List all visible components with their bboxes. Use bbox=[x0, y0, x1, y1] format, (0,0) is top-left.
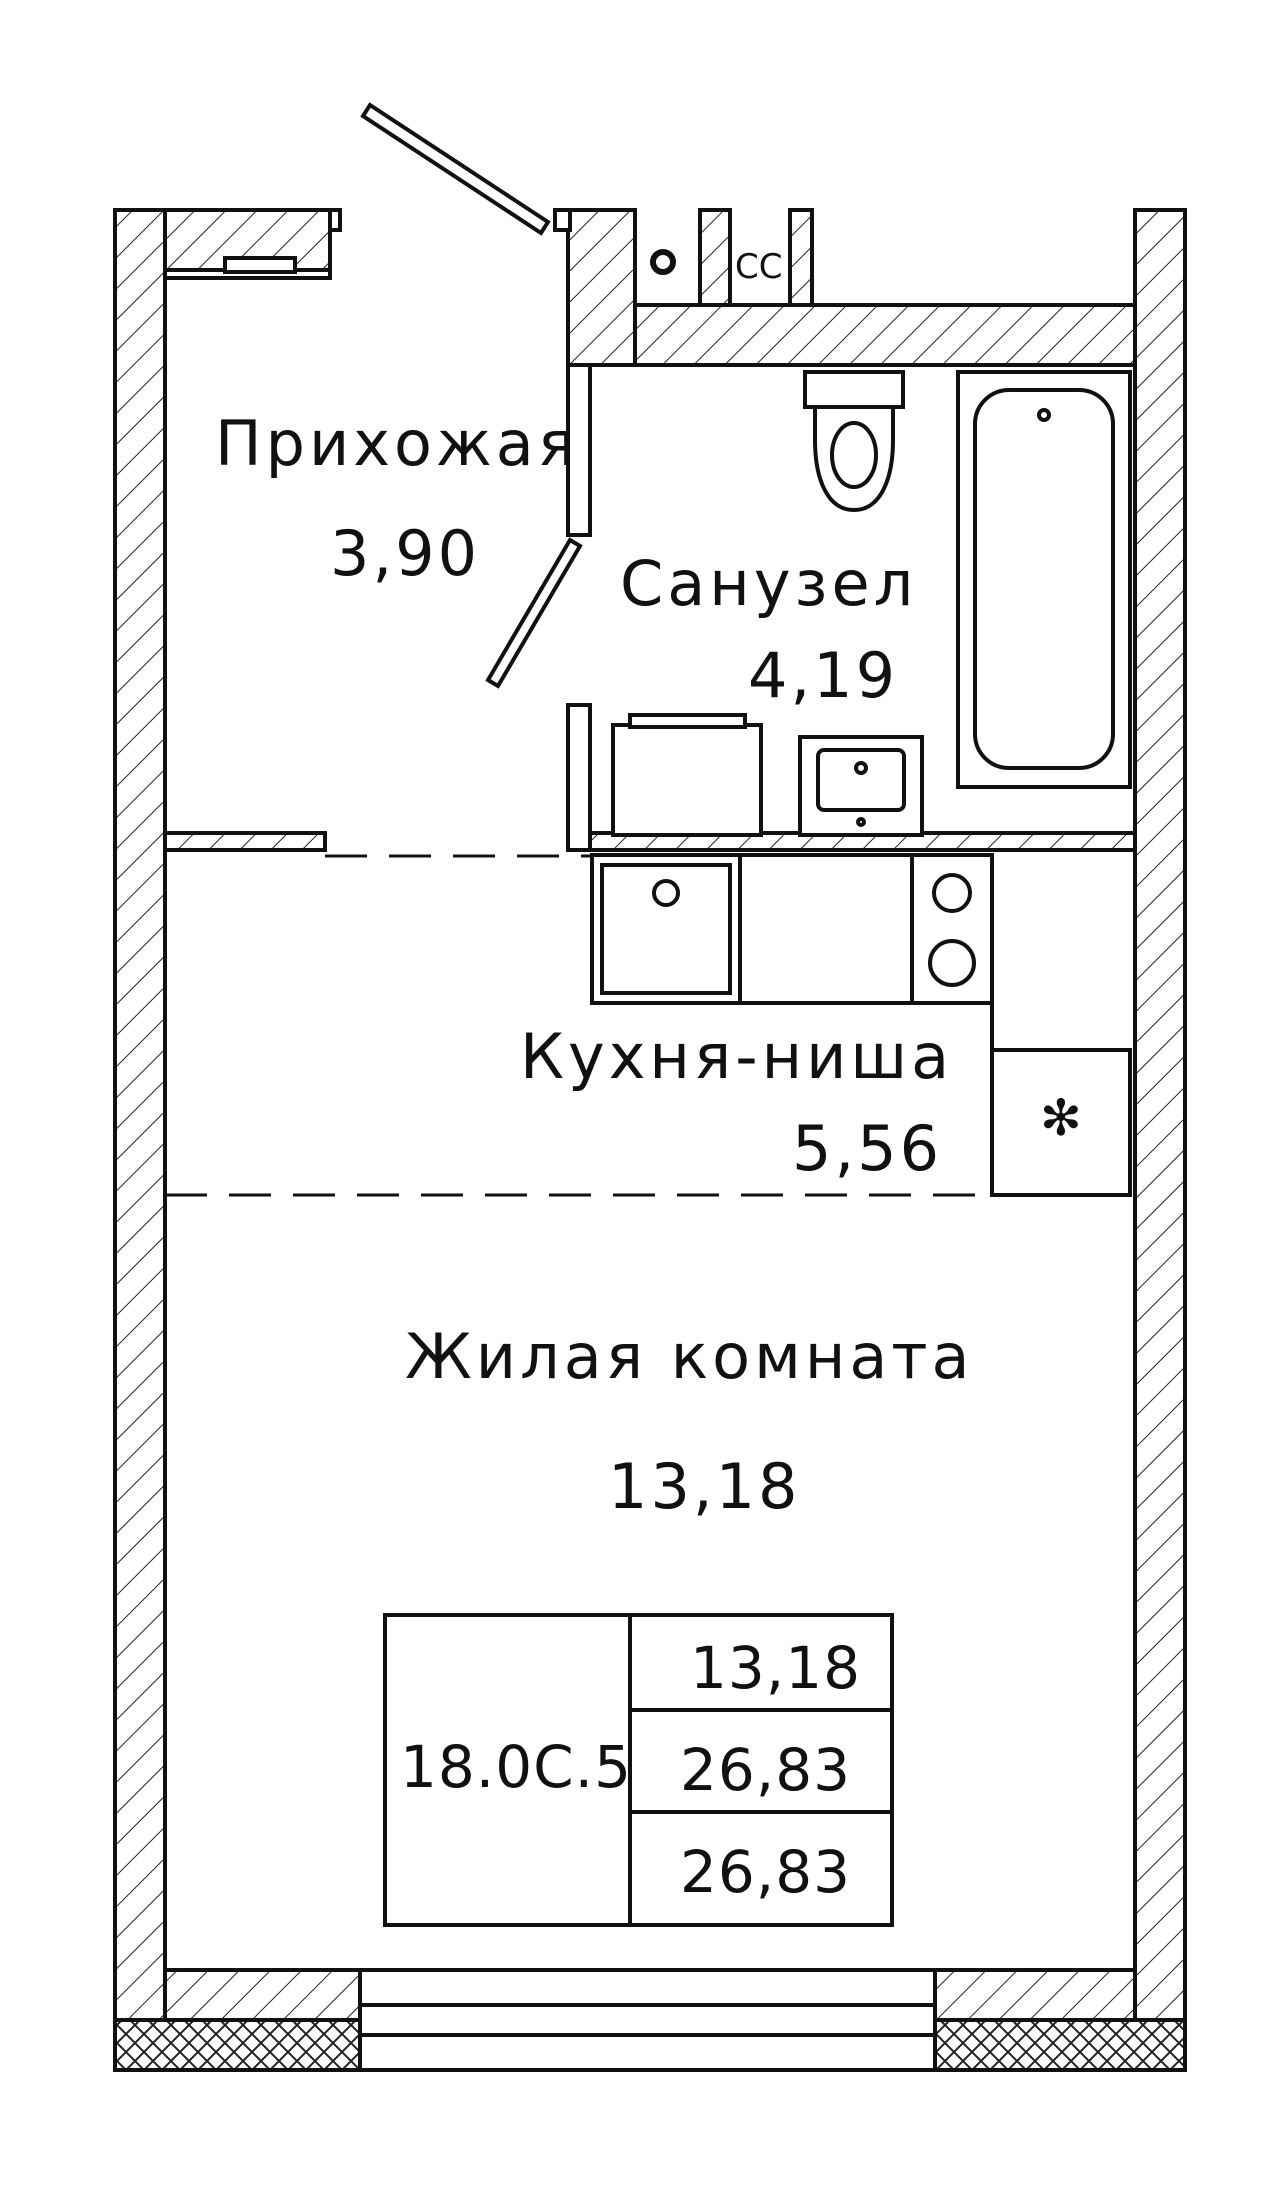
kitchen-counter bbox=[590, 853, 1132, 1197]
left-wall bbox=[113, 208, 167, 2022]
hob-burner-1 bbox=[932, 873, 972, 913]
shaft-label: СС bbox=[735, 247, 782, 287]
living-name: Жилая комната bbox=[405, 1320, 974, 1393]
right-wall bbox=[1133, 208, 1187, 2022]
window-slab bbox=[113, 1968, 1187, 2072]
kitchen-name: Кухня-ниша bbox=[520, 1020, 953, 1093]
bathroom-area: 4,19 bbox=[748, 639, 898, 712]
slab-left bbox=[113, 2018, 367, 2072]
bottom-left-wall bbox=[163, 1968, 362, 2022]
outer-walls bbox=[113, 208, 1187, 2022]
toilet bbox=[803, 370, 905, 513]
fridge bbox=[990, 1048, 1132, 1197]
entrance-door bbox=[360, 102, 572, 236]
hallway-closet bbox=[163, 208, 342, 280]
bathroom-door bbox=[485, 537, 583, 689]
apartment-code: 18.0С.5 bbox=[400, 1733, 632, 1801]
hall-bath-partition-bottom bbox=[566, 703, 592, 852]
stamp-total-area: 26,83 bbox=[680, 1736, 851, 1804]
hall-bath-partition-top bbox=[566, 363, 592, 537]
slab-right bbox=[928, 2018, 1187, 2072]
bottom-right-wall bbox=[933, 1968, 1137, 2022]
bathroom-name: Санузел bbox=[620, 547, 917, 620]
hob-burner-2 bbox=[928, 939, 976, 987]
window-frame bbox=[358, 1968, 937, 2072]
shaft-divider bbox=[698, 208, 732, 307]
kitchen-area: 5,56 bbox=[792, 1112, 942, 1185]
shaft-divider-2 bbox=[788, 208, 814, 307]
washing-machine bbox=[611, 713, 763, 837]
bathtub bbox=[956, 370, 1132, 789]
bathroom-top-wall bbox=[633, 303, 1137, 367]
hall-living-partition bbox=[163, 831, 327, 852]
fridge-icon: ✻ bbox=[1040, 1089, 1082, 1147]
shaft-circle bbox=[650, 249, 676, 275]
area-stamp bbox=[383, 1613, 894, 1927]
living-area: 13,18 bbox=[608, 1450, 801, 1523]
shaft-wall bbox=[566, 208, 637, 367]
zone-boundaries bbox=[165, 854, 990, 1197]
bath-sink bbox=[798, 735, 924, 837]
hallway-area: 3,90 bbox=[330, 517, 480, 590]
hallway-name: Прихожая bbox=[215, 407, 579, 480]
stamp-total-area-balcony: 26,83 bbox=[680, 1838, 851, 1906]
stamp-living-area: 13,18 bbox=[690, 1634, 861, 1702]
